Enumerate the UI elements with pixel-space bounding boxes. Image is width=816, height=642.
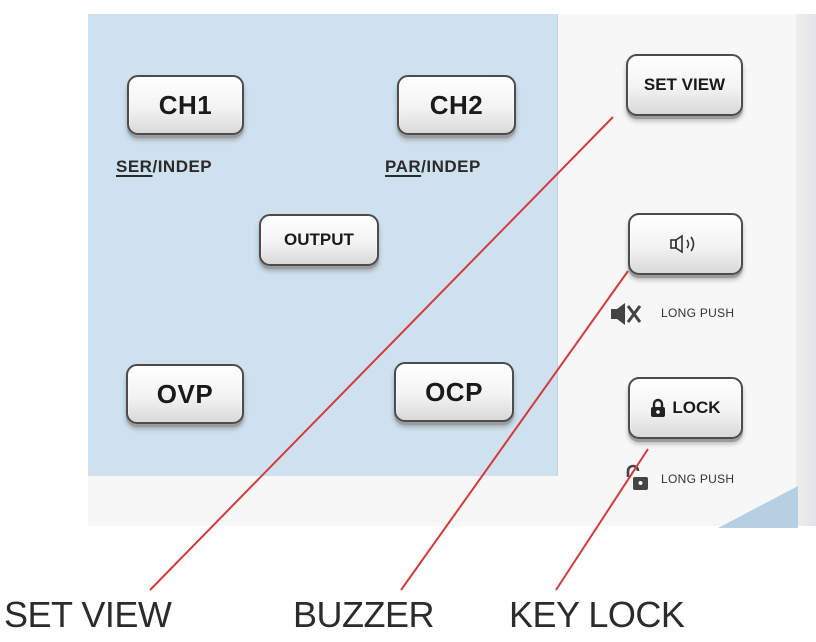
padlock-closed-icon [651,398,666,417]
buzzer-button[interactable] [628,213,743,275]
buzzer-callout: BUZZER [293,594,435,635]
ch2-mode-label: PAR/INDEP [385,157,481,177]
speaker-sound-icon [669,234,694,254]
ch2-button[interactable]: CH2 [397,75,516,135]
set-view-button[interactable]: SET VIEW [626,54,743,116]
ch1-indep-label: /INDEP [152,157,213,176]
set-view-label: SET VIEW [643,75,726,94]
ch2-par-label: PAR [385,157,422,176]
output-label: OUTPUT [284,230,354,249]
buzzer-long-push-label: LONG PUSH [661,306,735,320]
set-view-callout: SET VIEW [4,594,172,635]
ch1-mode-label: SER/INDEP [116,157,212,177]
ocp-label: OCP [425,376,483,407]
lock-label: LOCK [672,398,721,417]
panel-edge [796,14,816,526]
key-lock-leader [555,448,649,591]
lock-long-push-label: LONG PUSH [661,472,735,486]
ch2-label: CH2 [429,89,484,120]
ch1-ser-label: SER [116,157,153,176]
ovp-button[interactable]: OVP [126,364,244,424]
speaker-mute-icon [611,303,642,325]
output-button[interactable]: OUTPUT [259,214,379,266]
set-view-leader [149,116,614,591]
buzzer-leader [400,270,629,591]
ch1-button[interactable]: CH1 [127,75,244,135]
ch2-indep-label: /INDEP [421,157,481,176]
lock-button[interactable]: LOCK [628,377,743,439]
ovp-label: OVP [156,378,214,409]
key-lock-callout: KEY LOCK [509,594,685,635]
ocp-button[interactable]: OCP [394,362,514,422]
panel-corner-accent [718,486,798,528]
ch1-label: CH1 [158,89,213,120]
padlock-open-icon [626,464,648,490]
